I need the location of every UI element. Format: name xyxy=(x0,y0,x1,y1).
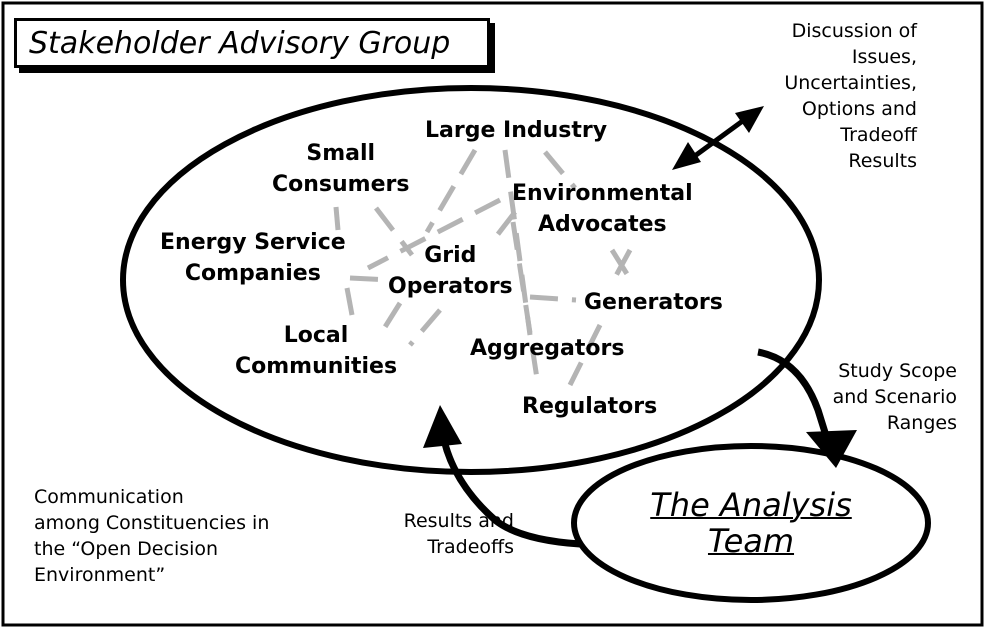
team-line1: The Analysis xyxy=(650,486,852,524)
label-small-consumers: Small Consumers xyxy=(272,138,409,200)
communication-line: Environment” xyxy=(34,564,166,586)
discussion-line: Results xyxy=(848,150,917,172)
small-consumers-line1: Small xyxy=(306,141,376,166)
generators-text: Generators xyxy=(584,290,723,315)
link-grid-local-1 xyxy=(377,301,403,337)
team-line2: Team xyxy=(707,522,795,560)
local-line1: Local xyxy=(283,323,349,348)
note-study-scope: Study Scope and Scenario Ranges xyxy=(833,358,957,436)
link-small-consumers-esc xyxy=(333,206,341,231)
communication-line: among Constituencies in xyxy=(34,512,270,534)
analysis-team-ellipse xyxy=(571,443,931,603)
discussion-line: Tradeoff xyxy=(840,124,917,146)
note-discussion: Discussion of Issues, Uncertainties, Opt… xyxy=(784,18,917,174)
energy-service-line1: Energy Service xyxy=(160,230,346,255)
environmental-line2: Advocates xyxy=(537,212,667,237)
label-regulators: Regulators xyxy=(522,391,657,422)
note-results: Results and Tradeoffs xyxy=(386,508,514,560)
study-scope-arrow xyxy=(757,348,857,468)
results-arrow xyxy=(423,405,581,548)
results-line: Tradeoffs xyxy=(427,536,514,558)
note-communication: Communication among Constituencies in th… xyxy=(34,484,269,588)
communication-line: Communication xyxy=(34,486,184,508)
energy-service-line2: Companies xyxy=(184,261,321,286)
link-generators-cross-2 xyxy=(609,248,633,285)
environmental-line1: Environmental xyxy=(512,181,693,206)
label-large-industry: Large Industry xyxy=(425,115,607,146)
label-generators: Generators xyxy=(584,287,723,318)
large-industry-text: Large Industry xyxy=(425,118,608,143)
page-title: Stakeholder Advisory Group xyxy=(29,25,451,61)
discussion-double-arrow xyxy=(672,106,764,170)
label-local-communities: Local Communities xyxy=(235,320,397,382)
aggregators-text: Aggregators xyxy=(470,336,625,361)
link-esc-grid xyxy=(349,275,393,283)
discussion-line: Discussion of xyxy=(791,20,917,42)
communication-line: the “Open Decision xyxy=(34,538,219,560)
link-environmental-grid xyxy=(493,210,517,240)
discussion-line: Uncertainties, xyxy=(784,72,917,94)
link-environmental-esc xyxy=(366,197,502,271)
label-environmental-advocates: Environmental Advocates xyxy=(512,178,693,240)
stakeholder-links xyxy=(333,148,635,387)
analysis-team-label: The Analysis Team xyxy=(614,487,888,559)
link-large-industry-grid xyxy=(424,148,478,234)
results-line: Results and xyxy=(403,510,514,532)
label-aggregators: Aggregators xyxy=(470,333,624,364)
study-scope-line: Ranges xyxy=(886,412,957,434)
study-scope-line: Study Scope xyxy=(838,360,957,382)
link-generators-regulators xyxy=(567,323,603,387)
discussion-line: Options and xyxy=(801,98,917,120)
link-environmental-aggregators xyxy=(510,221,541,386)
small-consumers-line2: Consumers xyxy=(272,172,410,197)
link-esc-local xyxy=(344,287,355,316)
local-line2: Communities xyxy=(235,354,398,379)
discussion-line: Issues, xyxy=(851,46,917,68)
link-large-industry-generators xyxy=(543,150,577,190)
label-grid-operators: Grid Operators xyxy=(388,240,513,302)
study-scope-line: and Scenario xyxy=(832,386,957,408)
regulators-text: Regulators xyxy=(522,394,658,419)
stakeholder-group-ellipse xyxy=(120,85,822,475)
title-box: Stakeholder Advisory Group xyxy=(14,18,490,68)
link-grid-local-2 xyxy=(408,308,442,347)
grid-line1: Grid xyxy=(424,243,477,268)
grid-line2: Operators xyxy=(388,274,513,299)
label-energy-service-companies: Energy Service Companies xyxy=(160,227,346,289)
link-grid-generators xyxy=(529,294,577,303)
